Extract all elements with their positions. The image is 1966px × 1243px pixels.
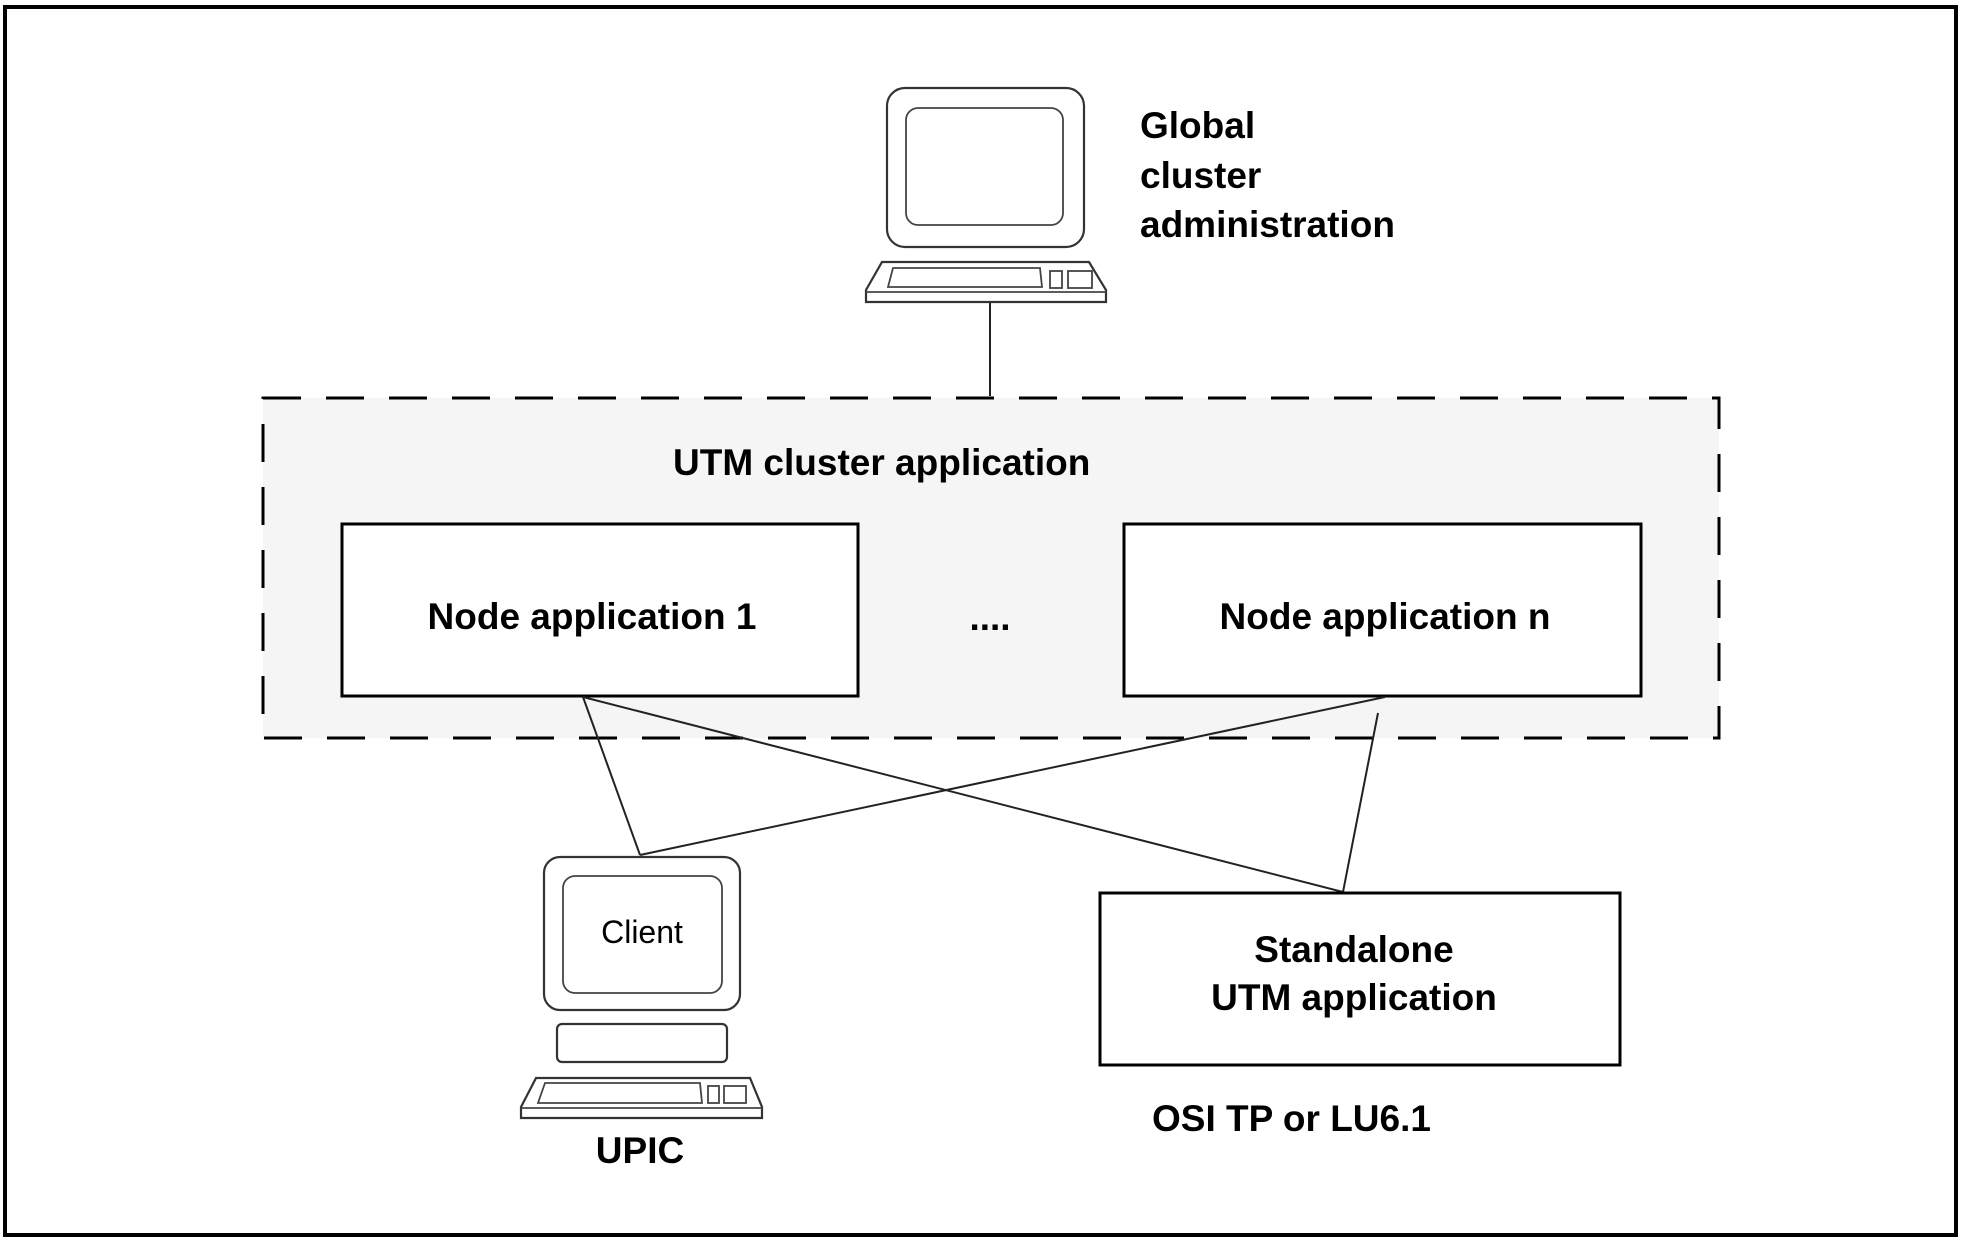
ellipsis: .... — [969, 597, 1010, 638]
client-caption: UPIC — [596, 1130, 684, 1171]
admin-label-line-1: Global — [1140, 105, 1255, 146]
node-application-1-box — [340, 522, 860, 698]
client-screen-label: Client — [601, 914, 683, 950]
connector-node1-standalone — [582, 696, 1344, 893]
node-application-1-label: Node application 1 — [428, 596, 757, 637]
connector-noden-client — [639, 696, 1386, 856]
computer-terminal-icon — [864, 86, 1108, 304]
standalone-label-line-1: Standalone — [1254, 929, 1453, 970]
connector-node1-client — [582, 696, 641, 856]
node-application-n-box — [1122, 522, 1643, 698]
connector-noden-standalone — [1342, 712, 1379, 893]
standalone-caption: OSI TP or LU6.1 — [1152, 1098, 1431, 1139]
admin-label-line-3: administration — [1140, 204, 1395, 245]
standalone-label-line-2: UTM application — [1211, 977, 1497, 1018]
admin-label-line-2: cluster — [1140, 155, 1261, 196]
standalone-utm-box — [1098, 891, 1622, 1067]
computer-terminal-icon — [519, 855, 764, 1120]
cluster-label: UTM cluster application — [673, 442, 1090, 483]
node-application-n-label: Node application n — [1220, 596, 1551, 637]
